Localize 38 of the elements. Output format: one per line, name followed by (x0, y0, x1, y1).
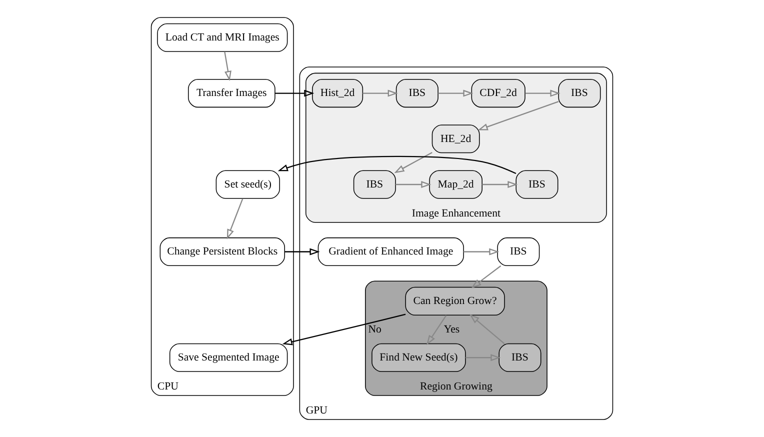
arrow (226, 198, 244, 240)
edge-label: No (368, 323, 382, 336)
node-box: Hist_2d (312, 78, 364, 108)
arrow (469, 314, 505, 344)
node-box: Save Segmented Image (169, 343, 288, 372)
node-box: IBS (396, 78, 438, 108)
arrow (466, 354, 501, 362)
node-box: IBS (498, 343, 542, 372)
arrow (394, 152, 432, 174)
node-box: Map_2d (429, 170, 482, 199)
node-box: Set seed(s) (216, 170, 280, 199)
arrow (396, 180, 432, 188)
arrow (426, 314, 447, 346)
arrow (224, 52, 232, 82)
edge-label: Yes (444, 323, 460, 336)
arrow (525, 90, 560, 97)
node-box: Load CT and MRI Images (157, 23, 288, 52)
node-box: Find New Seed(s) (372, 343, 466, 372)
node-box: Change Persistent Blocks (160, 237, 285, 266)
arrow (438, 90, 474, 97)
node-box: Transfer Images (188, 78, 276, 108)
arrow (471, 265, 502, 288)
node-box: IBS (497, 237, 540, 266)
node-box: IBS (353, 170, 396, 199)
node-box: Can Region Grow? (405, 286, 505, 316)
node-box: IBS (516, 170, 558, 199)
node-box: Gradient of Enhanced Image (318, 237, 464, 266)
node-box: IBS (558, 78, 601, 108)
arrow (482, 180, 518, 188)
arrow (275, 90, 314, 97)
arrow (284, 248, 320, 256)
arrow (282, 314, 406, 346)
arrow (478, 100, 559, 130)
arrow (464, 248, 500, 256)
node-box: CDF_2d (471, 78, 526, 108)
arrow (278, 156, 516, 174)
arrow (362, 90, 398, 97)
node-box: HE_2d (432, 124, 480, 154)
